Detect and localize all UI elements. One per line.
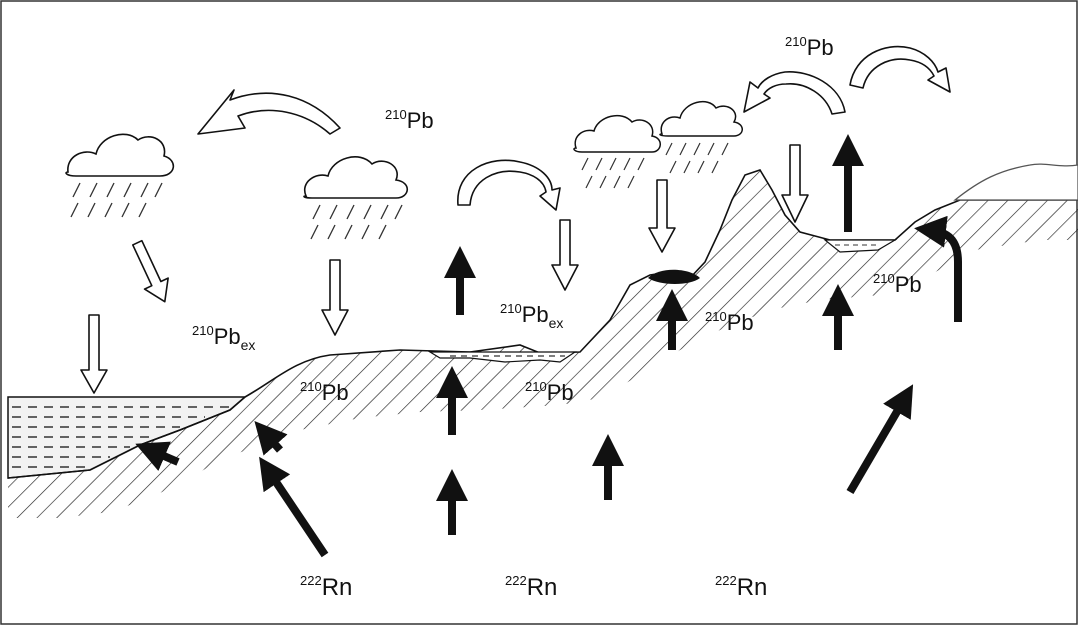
- deposition-arrow-6: [781, 144, 809, 223]
- deposition-arrow-3: [321, 259, 349, 336]
- radon-arrow-8: [259, 456, 329, 558]
- deposition-arrow-4: [551, 219, 579, 291]
- label-pb-air: 210Pb: [385, 107, 434, 133]
- right-pond: [823, 239, 898, 253]
- distant-hills: [953, 163, 1078, 201]
- label-pbex-mid: 210Pbex: [500, 301, 563, 331]
- label-pbex-left: 210Pbex: [192, 323, 255, 353]
- deposition-arrow-1: [131, 239, 169, 303]
- radon-arrow-10: [135, 441, 180, 472]
- label-pb-soil-hill: 210Pb: [705, 309, 754, 335]
- deposition-arrow-5: [648, 179, 676, 253]
- cloud-2: [303, 156, 409, 240]
- cloud-4: [659, 100, 743, 174]
- transport-arrow-mid: [457, 159, 561, 211]
- label-pb-soil-left: 210Pb: [300, 379, 349, 405]
- label-rn-left: 222Rn: [300, 573, 352, 601]
- label-rn-right: 222Rn: [715, 573, 767, 601]
- cloud-3: [573, 114, 661, 189]
- radon-arrow-11: [846, 384, 914, 495]
- transport-arrow-top-right: [849, 45, 951, 93]
- transport-arrow-left: [197, 89, 341, 135]
- label-pb-soil-mid: 210Pb: [525, 379, 574, 405]
- label-rn-mid: 222Rn: [505, 573, 557, 601]
- transport-arrow-top-left: [743, 71, 846, 115]
- mid-pond: [427, 351, 577, 363]
- deposition-arrow-2: [80, 314, 108, 394]
- cloud-1: [65, 133, 175, 218]
- label-pb-top: 210Pb: [785, 34, 834, 60]
- radon-arrow-curved: [914, 215, 962, 322]
- dark-pool: [648, 269, 700, 284]
- ground-surface: [7, 169, 1078, 479]
- label-pb-soil-right: 210Pb: [873, 271, 922, 297]
- radon-arrow-9: [254, 421, 288, 456]
